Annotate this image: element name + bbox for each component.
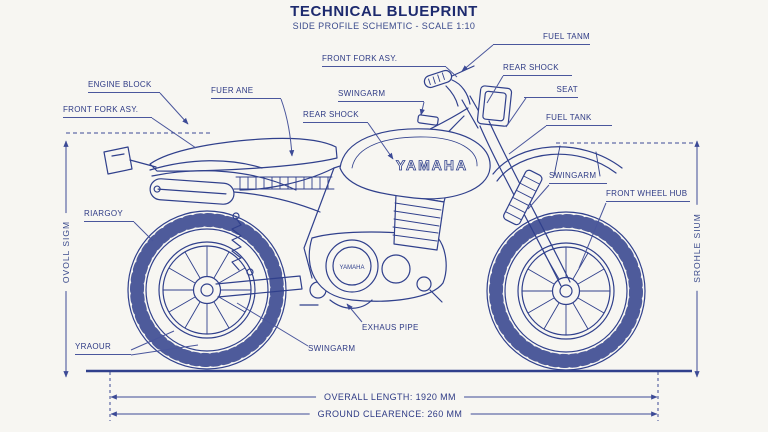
label-exhaus-pipe: EXHAUS PIPE (362, 323, 419, 332)
label-riargoy: RIARGOY (84, 209, 134, 222)
label-fuer-ane: FUER ANE (211, 86, 281, 99)
left-height-dim-label: OVOLL SIGM (59, 212, 73, 292)
label-front-fork-asy-top: FRONT FORK ASY. (322, 54, 446, 67)
label-rear-shock-right: REAR SHOCK (503, 63, 572, 76)
leader-lines (130, 44, 607, 356)
ground-clearance-label: GROUND CLEARENCE: 260 MM (309, 408, 471, 420)
handlebar-grip (423, 69, 453, 89)
cylinder-shape (393, 193, 445, 251)
luggage-rack (233, 176, 335, 190)
label-front-fork-asy-left: FRONT FORK ASY. (63, 105, 152, 118)
label-swingarm-top: SWINGARM (338, 89, 424, 102)
label-front-wheel-hub: FRONT WHEEL HUB (606, 189, 690, 202)
label-fuel-tank-right: FUEL TANK (546, 113, 612, 126)
front-wheel (486, 211, 646, 371)
label-rear-shock-center: REAR SHOCK (303, 110, 368, 123)
tank-logo: YAMAHA (396, 157, 468, 173)
overall-length-label: OVERALL LENGTH: 1920 MM (316, 391, 464, 403)
label-swingarm-bottom: SWINGARM (308, 344, 356, 353)
front-fender-shape (492, 146, 623, 175)
label-engine-block: ENGINE BLOCK (88, 80, 160, 93)
tank-cap-shape (417, 114, 439, 126)
taillight-shape (103, 146, 133, 175)
page-subtitle: SIDE PROFILE SCHEMTIC - SCALE 1:10 (292, 21, 476, 31)
label-yraour: YRAOUR (75, 342, 131, 355)
label-fuel-tanm: FUEL TANM (493, 32, 590, 45)
label-swingarm-right: SWINGARM (549, 171, 607, 184)
seat-shape (149, 137, 338, 172)
fuel-tank-shape (339, 128, 491, 200)
headlight-shape (476, 85, 513, 127)
label-seat: SEAT (524, 85, 578, 98)
fork-boot (503, 169, 543, 226)
rear-wheel (127, 210, 287, 370)
muffler-shape (149, 178, 235, 205)
swingarm-shape (215, 275, 303, 298)
engine-badge: YAMAHA (340, 265, 365, 271)
motorcycle-line-art (103, 65, 646, 371)
right-height-dim-label: SROHLE SIUM (690, 205, 704, 291)
page-title: TECHNICAL BLUEPRINT (290, 3, 478, 20)
rear-shock-shape (231, 217, 242, 271)
